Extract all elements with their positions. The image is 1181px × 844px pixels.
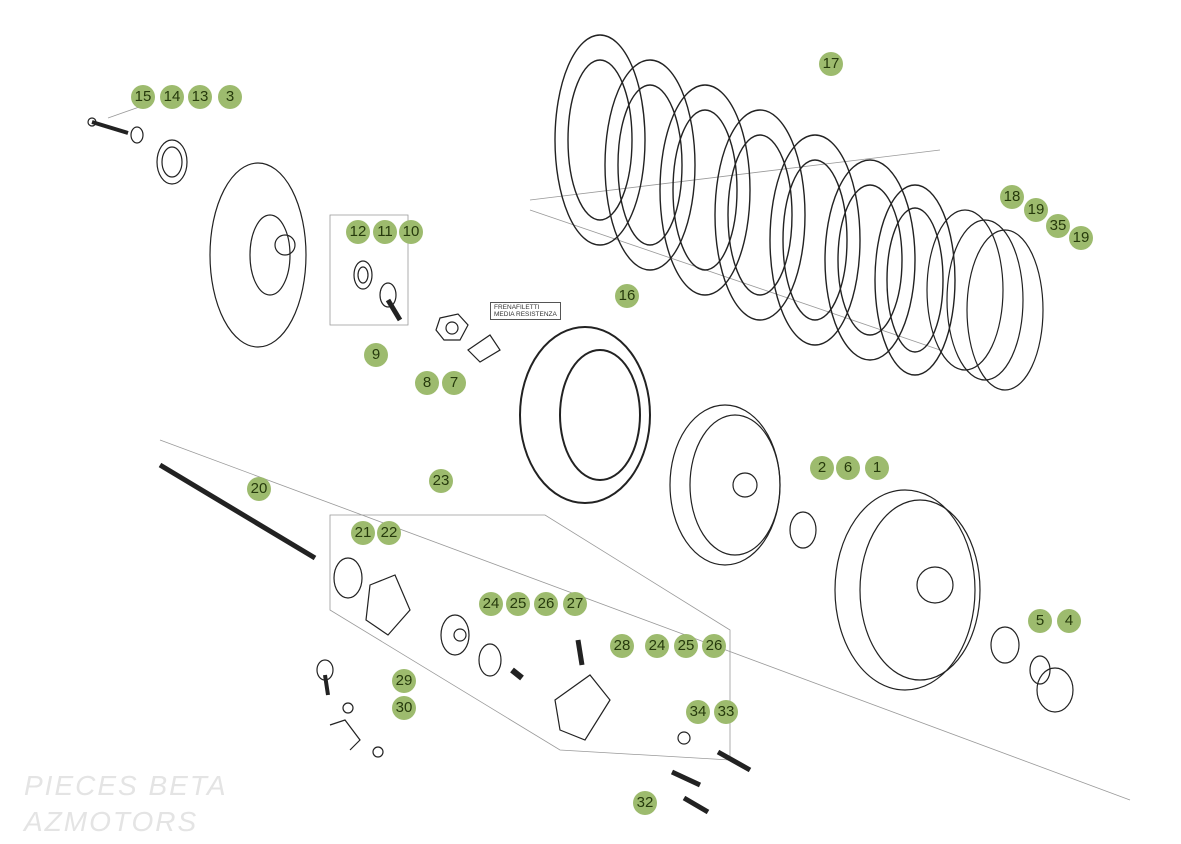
piston-24 <box>440 614 470 656</box>
part-callout: 27 <box>563 592 587 616</box>
part-callout: 16 <box>615 284 639 308</box>
part-callout: 18 <box>1000 185 1024 209</box>
guide-lines <box>107 105 1131 801</box>
bleeder-27 <box>575 639 585 666</box>
part-callout: 17 <box>819 52 843 76</box>
part-callout: 23 <box>429 469 453 493</box>
part-callout: 34 <box>686 700 710 724</box>
part-callout: 30 <box>392 696 416 720</box>
part-callout: 22 <box>377 521 401 545</box>
clutch-basket-1 <box>834 489 981 691</box>
part-callout: 28 <box>610 634 634 658</box>
part-callout: 9 <box>364 343 388 367</box>
part-callout: 13 <box>188 85 212 109</box>
bushing-4 <box>1029 655 1074 713</box>
part-callout: 19 <box>1069 226 1093 250</box>
lock-washer-7 <box>467 334 501 363</box>
clutch-plates-17 <box>554 34 956 376</box>
part-callout: 19 <box>1024 198 1048 222</box>
note-line-2: MEDIA RESISTENZA <box>494 311 557 318</box>
needle-bearing-5 <box>990 626 1020 664</box>
bolts-32-33-34 <box>670 731 752 815</box>
part-callout: 21 <box>351 521 375 545</box>
watermark-text: PIECES BETA <box>24 770 228 801</box>
spring-26 <box>510 667 524 681</box>
nut-8 <box>435 313 469 341</box>
part-callout: 24 <box>479 592 503 616</box>
part-callout: 33 <box>714 700 738 724</box>
part-callout: 3 <box>218 85 242 109</box>
banjo-29 <box>316 659 334 696</box>
part-callout: 1 <box>865 456 889 480</box>
o-ring-21 <box>333 557 363 599</box>
threadlocker-note: FRENAFILETTI MEDIA RESISTENZA <box>490 302 561 320</box>
note-line-1: FRENAFILETTI <box>494 304 540 311</box>
springs-18-19-35 <box>926 209 1044 391</box>
part-callout: 11 <box>373 220 397 244</box>
spring-13 <box>156 139 188 185</box>
pressure-plate-3 <box>209 162 307 348</box>
inner-hub <box>669 404 781 566</box>
part-callout: 14 <box>160 85 184 109</box>
watermark-text: AZMOTORS <box>24 806 199 837</box>
part-callout: 6 <box>836 456 860 480</box>
part-callout: 24 <box>645 634 669 658</box>
part-callout: 25 <box>674 634 698 658</box>
thrust-washer-2 <box>789 511 817 549</box>
part-callout: 8 <box>415 371 439 395</box>
bearing-11 <box>353 260 373 290</box>
gasket-22 <box>365 574 411 636</box>
part-callout: 25 <box>506 592 530 616</box>
part-callout: 15 <box>131 85 155 109</box>
pushrod-20 <box>158 462 317 561</box>
washer-14 <box>130 126 144 144</box>
part-callout: 12 <box>346 220 370 244</box>
part-callout: 35 <box>1046 214 1070 238</box>
part-callout: 32 <box>633 791 657 815</box>
part-callout: 20 <box>247 477 271 501</box>
slave-cylinder-28 <box>554 674 611 741</box>
part-callout: 2 <box>810 456 834 480</box>
part-callout: 29 <box>392 669 416 693</box>
part-callout: 5 <box>1028 609 1052 633</box>
part-callout: 7 <box>442 371 466 395</box>
pushrod-10 <box>379 282 403 322</box>
part-callout: 4 <box>1057 609 1081 633</box>
o-ring-25 <box>478 643 502 677</box>
washers-30 <box>329 702 384 758</box>
bolt-15 <box>87 117 129 135</box>
part-callout: 26 <box>702 634 726 658</box>
part-callout: 10 <box>399 220 423 244</box>
clutch-pack <box>519 326 651 504</box>
part-callout: 26 <box>534 592 558 616</box>
